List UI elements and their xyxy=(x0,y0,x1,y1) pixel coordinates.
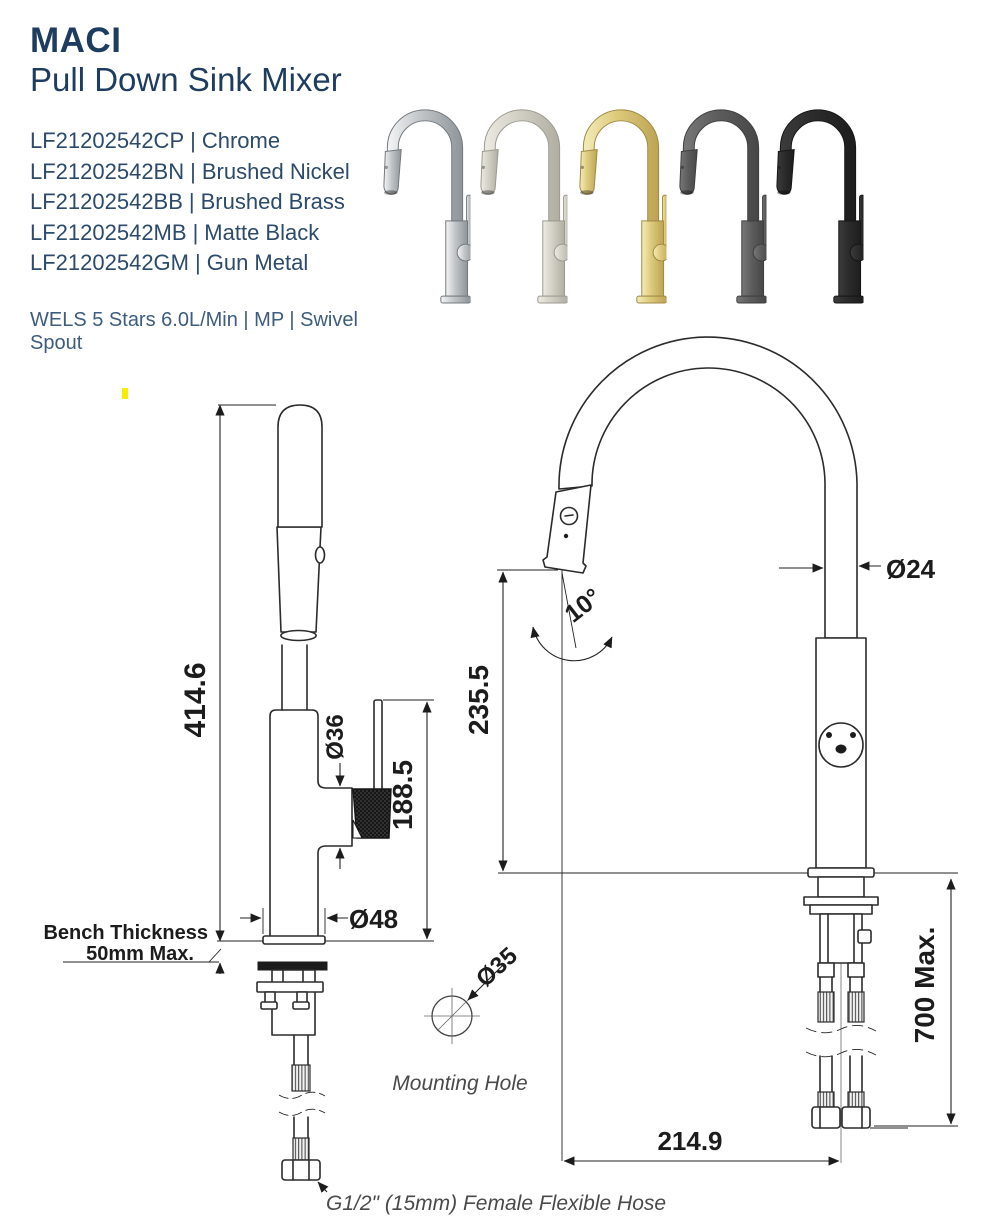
faucet-image-gun-metal xyxy=(671,102,767,306)
separator: | xyxy=(195,250,201,275)
product-finish: Matte Black xyxy=(204,219,320,245)
product-code: LF21202542BN xyxy=(30,158,185,184)
page-title: MACI xyxy=(30,21,122,60)
faucet-image-brushed-brass xyxy=(571,102,667,306)
dim-spout-angle: 10° xyxy=(560,583,607,628)
separator: | xyxy=(190,128,196,153)
product-code-row: LF21202542BB|Brushed Brass xyxy=(30,187,390,218)
front-view-drawing: 414.6 Ø36 188.5 Ø48 Bench Thickness 50mm… xyxy=(43,404,434,1193)
dim-body-diameter: Ø48 xyxy=(349,904,398,934)
product-code-list: LF21202542CP|Chrome LF21202542BN|Brushed… xyxy=(30,126,390,279)
faucet-image-matte-black xyxy=(768,102,864,306)
dim-total-height: 414.6 xyxy=(179,662,212,737)
product-code-row: LF21202542BN|Brushed Nickel xyxy=(30,157,390,188)
bench-thickness-value: 50mm Max. xyxy=(86,943,194,965)
product-code-row: LF21202542CP|Chrome xyxy=(30,126,390,157)
features-line: WELS 5 Stars 6.0L/Min | MP | Swivel Spou… xyxy=(30,308,358,354)
dim-handle-height: 188.5 xyxy=(387,760,418,830)
dim-reach: 214.9 xyxy=(657,1126,722,1156)
faucet-image-brushed-nickel xyxy=(472,102,568,306)
page-subtitle: Pull Down Sink Mixer xyxy=(30,61,342,98)
dim-spout-height: 235.5 xyxy=(463,665,494,735)
product-finish: Gun Metal xyxy=(206,250,309,275)
product-code-row: LF21202542GM|Gun Metal xyxy=(30,248,390,279)
dim-hose-length: 700 Max. xyxy=(909,927,940,1044)
yellow-mark xyxy=(122,388,128,399)
separator: | xyxy=(188,189,195,214)
side-view-drawing: 235.5 10° Ø24 700 Max. 214.9 xyxy=(463,336,958,1166)
mounting-hole-label: Mounting Hole xyxy=(392,1072,527,1095)
product-code: LF21202542BB xyxy=(30,189,183,214)
header: MACI Pull Down Sink Mixer LF21202542CP|C… xyxy=(30,22,390,355)
product-finish: Brushed Brass xyxy=(200,189,345,214)
faucet-image-chrome xyxy=(375,102,471,306)
dim-tube-diameter: Ø24 xyxy=(886,554,936,584)
product-code: LF21202542MB xyxy=(30,219,187,245)
separator: | xyxy=(192,219,199,245)
bench-thickness-label: Bench Thickness xyxy=(43,922,208,944)
mounting-hole-detail: Ø35 Mounting Hole xyxy=(392,942,527,1095)
technical-drawing: 414.6 Ø36 188.5 Ø48 Bench Thickness 50mm… xyxy=(43,336,958,1215)
product-finish: Brushed Nickel xyxy=(201,158,350,184)
product-code-row: LF21202542MB|Matte Black xyxy=(30,218,390,249)
dim-mounting-hole-diameter: Ø35 xyxy=(471,942,523,992)
product-code: LF21202542CP xyxy=(30,128,185,153)
product-finish: Chrome xyxy=(201,128,281,153)
hose-note: G1/2" (15mm) Female Flexible Hose xyxy=(326,1192,666,1215)
separator: | xyxy=(190,158,196,184)
dim-handle-diameter: Ø36 xyxy=(322,714,349,759)
product-code: LF21202542GM xyxy=(30,250,189,275)
